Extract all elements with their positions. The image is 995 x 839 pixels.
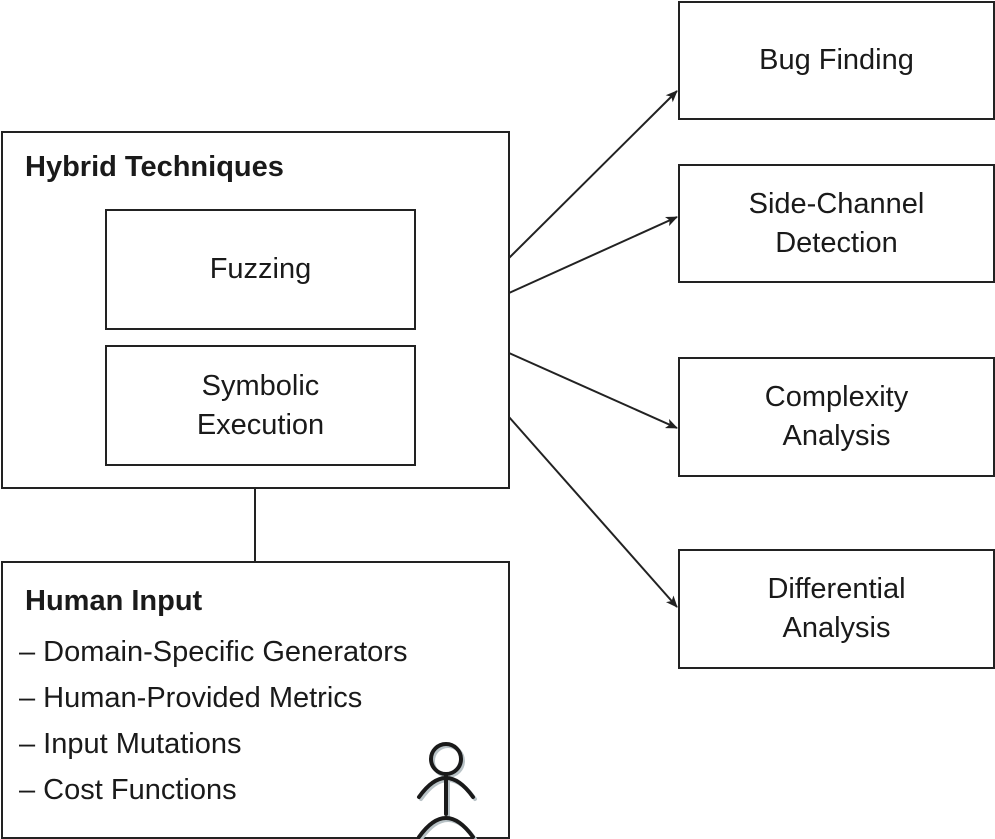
output-differential-analysis: Differential Analysis bbox=[678, 549, 995, 669]
hybrid-techniques-title: Hybrid Techniques bbox=[25, 151, 284, 183]
arrow-to-bug-finding bbox=[508, 90, 678, 259]
symbolic-execution-label: Symbolic Execution bbox=[196, 369, 325, 441]
arrow-to-side-channel bbox=[508, 216, 678, 294]
human-input-title: Human Input bbox=[25, 585, 203, 617]
person-icon bbox=[417, 742, 477, 839]
list-item: – Human-Provided Metrics bbox=[19, 682, 363, 714]
human-input-box: Human Input – Domain-Specific Generators… bbox=[1, 561, 510, 839]
output-label: Complexity Analysis bbox=[764, 381, 909, 452]
list-item: – Input Mutations bbox=[19, 728, 242, 760]
output-label: Side-Channel Detection bbox=[748, 187, 925, 259]
output-label: Differential Analysis bbox=[767, 573, 906, 644]
arrow-to-complexity bbox=[508, 352, 678, 429]
human-input-list: – Domain-Specific Generators – Human-Pro… bbox=[19, 629, 407, 813]
output-bug-finding: Bug Finding bbox=[678, 1, 995, 120]
list-item: – Domain-Specific Generators bbox=[19, 636, 408, 668]
output-side-channel-detection: Side-Channel Detection bbox=[678, 164, 995, 283]
fuzzing-label: Fuzzing bbox=[209, 253, 312, 285]
list-item: – Cost Functions bbox=[19, 774, 237, 806]
output-label: Bug Finding bbox=[759, 44, 914, 76]
symbolic-execution-box: Symbolic Execution bbox=[105, 345, 416, 466]
arrow-to-differential bbox=[508, 416, 678, 608]
output-complexity-analysis: Complexity Analysis bbox=[678, 357, 995, 477]
fuzzing-box: Fuzzing bbox=[105, 209, 416, 330]
